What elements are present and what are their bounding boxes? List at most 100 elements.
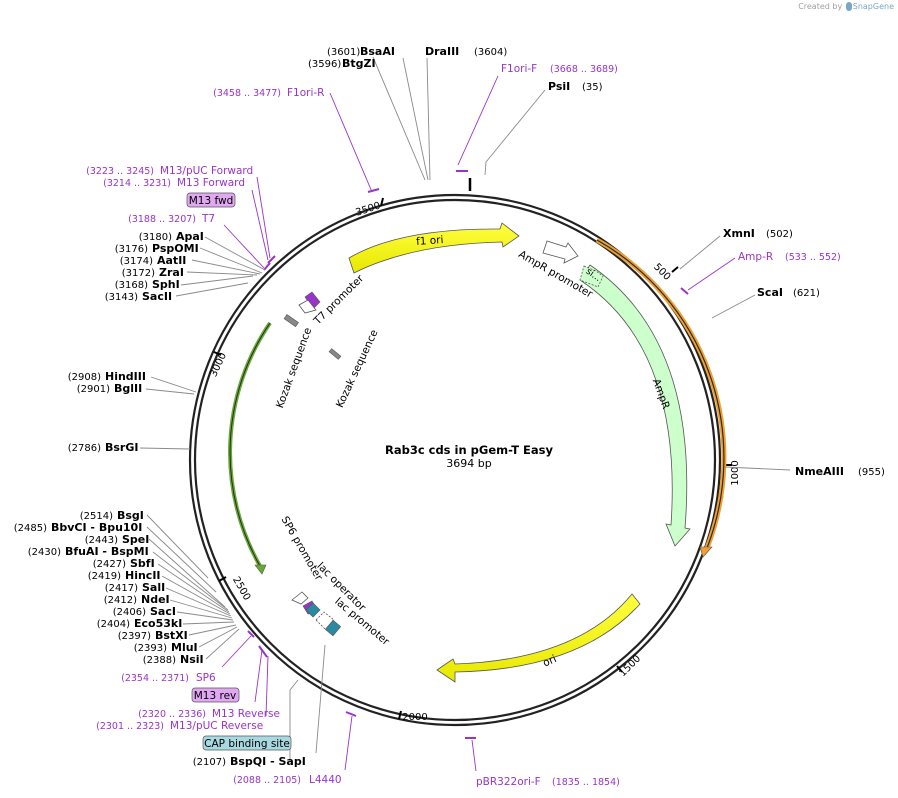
site-pos-xmni: (502) [766, 229, 793, 240]
site-pos-psii: (35) [582, 82, 603, 93]
site-pos-sacii: (3143) [105, 292, 138, 303]
leader-bglii [145, 388, 195, 395]
ampr-promoter-arrow [542, 240, 579, 264]
site-leader-lines [139, 56, 791, 762]
t7-promoter-arrow [298, 299, 317, 314]
site-name-pspomi: PspOMI [152, 242, 199, 255]
tick-2500 [218, 576, 227, 582]
leader-apai [204, 236, 266, 271]
site-pos-hindiii: (2908) [68, 372, 101, 383]
site-pos-bglii: (2901) [77, 384, 110, 395]
site-pos-saci: (2406) [113, 607, 146, 618]
site-name-aatii: AatII [157, 254, 186, 267]
leader-pspomi [199, 247, 263, 274]
site-pos-sbfi: (2427) [93, 559, 126, 570]
primer-name-amp-r: Amp-R [738, 251, 773, 263]
kozak-label-1: Kozak sequence [274, 326, 314, 410]
leader-scai [711, 294, 756, 319]
insert-arc-left-center [229, 322, 271, 567]
site-name-sacii: SacII [142, 290, 172, 303]
primer-range-l4440: (2088 .. 2105) [233, 775, 301, 786]
leader-f1ori-r [329, 92, 373, 193]
tick-label-1000: 1000 [730, 460, 741, 485]
primer-mark-t7 [263, 262, 271, 271]
leader-eco53ki [182, 621, 235, 625]
t7-promoter-label: T7 promoter [311, 272, 367, 328]
primer-name-sp6: SP6 [196, 672, 216, 684]
sp6-promoter-label: SP6 promoter [278, 514, 325, 583]
f1-ori-arrow [348, 222, 520, 274]
site-name-bspqi: BspQI - SapI [230, 755, 306, 768]
site-name-bsgi: BsgI [117, 509, 144, 522]
site-pos-apai: (3180) [139, 232, 172, 243]
primer-mark-f1ori-r [367, 188, 380, 193]
leader-zrai [186, 271, 258, 276]
primer-name-t7: T7 [201, 213, 215, 225]
tick-3000 [213, 351, 222, 356]
m13-fwd-box [186, 192, 236, 208]
primer-range-m13-puc-forward: (3223 .. 3245) [86, 166, 154, 177]
primer-name-m13-puc-reverse: M13/pUC Reverse [170, 720, 263, 732]
credit-brand: SnapGene [852, 2, 894, 11]
site-pos-zrai: (3172) [122, 268, 155, 279]
site-name-saci: SacI [150, 605, 176, 618]
leader-m13-reverse [254, 649, 263, 703]
leader-nsii [205, 628, 240, 660]
leader-bstxi [188, 624, 237, 636]
backbone-inner-strand [193, 198, 717, 722]
snapgene-logo-icon [845, 2, 852, 11]
leader-bbvci [146, 526, 217, 593]
leader-t7 [223, 224, 265, 269]
site-name-psii: PsiI [548, 80, 570, 93]
site-name-bbvci: BbvCI - Bpu10I [51, 521, 142, 534]
primer-name-pbr322ori-f: pBR322ori-F [476, 776, 541, 788]
left-lower-site-labels: (2514) BsgI (2485) BbvCI - Bpu10I (2443)… [14, 509, 306, 768]
leader-ndei [169, 599, 233, 619]
cap-site-marker [324, 619, 342, 637]
leader-draiii [426, 57, 431, 181]
leader-btgzi [402, 57, 429, 181]
leader-sbfi [157, 563, 230, 613]
primer-mark-m13-reverse [258, 645, 268, 658]
site-name-bglii: BglII [114, 382, 142, 395]
site-pos-aatii: (3174) [120, 256, 153, 267]
primer-range-sp6: (2354 .. 2371) [121, 673, 189, 684]
site-pos-hincii: (2419) [88, 571, 121, 582]
site-pos-sphi: (3168) [115, 280, 148, 291]
leader-sali [165, 587, 232, 617]
site-pos-nsii: (2388) [143, 655, 176, 666]
primer-range-m13-puc-reverse: (2301 .. 2323) [96, 721, 164, 732]
left-upper-site-labels: (3180) ApaI (3176) PspOMI (3174) AatII (… [68, 230, 204, 454]
leader-nmeaiii [724, 466, 791, 471]
tick-1500 [616, 665, 623, 673]
insert-arc-left-head [254, 564, 267, 575]
kozak-label-2: Kozak sequence [334, 328, 381, 410]
site-name-sali: SalI [142, 581, 165, 594]
primer-range-pbr322ori-f: (1835 .. 1854) [552, 777, 620, 788]
ori-label: ori [541, 653, 558, 670]
leader-psii [484, 89, 546, 176]
leader-lac-promoter [315, 644, 326, 754]
leader-saci [176, 611, 234, 621]
primer-name-m13-reverse: M13 Reverse [212, 708, 280, 720]
plasmid-length: 3694 bp [446, 457, 491, 470]
primer-name-f1ori-r: F1ori-R [287, 87, 324, 99]
backbone [188, 178, 722, 727]
site-name-bsrgi: BsrGI [105, 441, 138, 454]
site-name-sphi: SphI [152, 278, 180, 291]
site-name-mlui: MluI [171, 641, 198, 654]
cap-binding-site-box [202, 735, 292, 751]
leader-sacii [175, 282, 249, 297]
top-site-labels: (3601) BsaAI (3596) BtgZI DraIII (3604) … [308, 45, 603, 93]
primer-labels: F1ori-F (3668 .. 3689) (3458 .. 3477) F1… [86, 63, 841, 788]
tick-label-500: 500 [651, 262, 672, 283]
primer-range-m13-forward: (3214 .. 3231) [103, 178, 171, 189]
boxed-labels: M13 fwd M13 rev CAP binding site [186, 192, 292, 751]
site-name-xmni: XmnI [723, 227, 755, 240]
insert-arc-right-head [699, 546, 713, 558]
ori-arrow [436, 593, 641, 683]
leader-l4440 [344, 715, 353, 771]
site-name-bfuai: BfuAI - BspMI [65, 545, 149, 558]
site-name-scai: ScaI [757, 286, 783, 299]
